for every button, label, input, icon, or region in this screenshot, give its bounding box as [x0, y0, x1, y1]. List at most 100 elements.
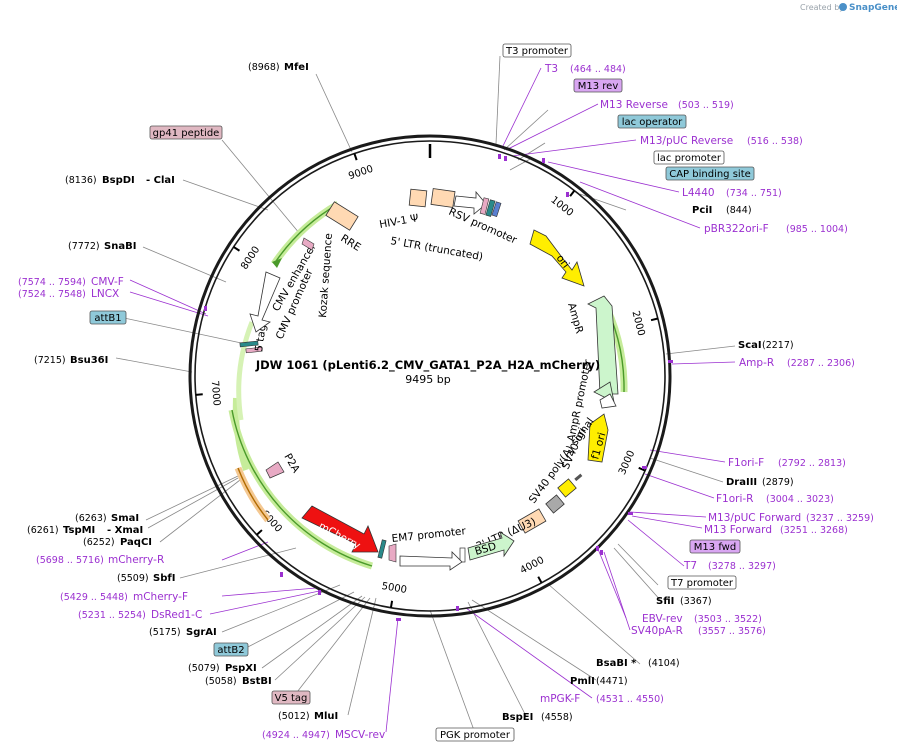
site-name-bstbi: BstBI — [242, 676, 272, 687]
site-pos-bspdi: (8136) — [65, 175, 97, 186]
primer-m13rev: M13 Reverse (503 .. 519) — [600, 99, 734, 111]
box-label-v5-tag: V5 tag — [275, 693, 308, 704]
tick-label-2000: 2000 — [630, 310, 647, 337]
site-name-bspei: BspEI — [502, 712, 533, 723]
hiv1-psi-label: HIV-1 Ψ — [378, 212, 419, 231]
primer-pbr322ori-f: pBR322ori-F(985 .. 1004) — [704, 223, 848, 235]
p2a-label: P2A — [281, 452, 302, 476]
credit-prefix: Created by — [800, 3, 844, 12]
site-pos-pmli: (4471) — [596, 676, 628, 687]
site-name-pmli: PmlI — [570, 676, 595, 687]
box-cap-binding-site: CAP binding site — [665, 166, 755, 181]
cmv-enhancer-band — [236, 321, 255, 421]
em7-promoter-feature — [399, 551, 463, 571]
primer-pos-f1ori-f: (2792 .. 2813) — [778, 458, 846, 469]
em7-promoter-label: EM7 promoter — [391, 525, 467, 545]
primer-pos-amp-r: (2287 .. 2306) — [787, 358, 855, 369]
primer-name-dsred1-c: DsRed1-C — [151, 609, 202, 621]
em7-marker-teal — [377, 539, 387, 559]
site-draiii: (2879)DraIII — [726, 477, 794, 488]
ltr5-feature — [430, 188, 456, 208]
primer-pos-ebv-rev: (3503 .. 3522) — [694, 614, 762, 625]
backbone-inner-ring — [194, 140, 666, 612]
site-name-scai: ScaI — [738, 340, 762, 351]
snapgene-logo-icon — [839, 3, 847, 11]
primer-pos-f1ori-r: (3004 .. 3023) — [766, 494, 834, 505]
site-tspmi: (6261)TspMI- XmaI — [27, 525, 143, 536]
site-name-pcii: PciI — [692, 205, 712, 216]
ltr3-feature — [517, 508, 547, 534]
tick-label-1000: 1000 — [548, 195, 575, 219]
gata1-arc — [231, 409, 373, 567]
primer-ebv-rev: EBV-rev (3503 .. 3522) — [642, 613, 762, 625]
site-bsu36i: (7215)Bsu36I — [34, 355, 108, 366]
box-m13-rev: M13 rev — [573, 78, 623, 93]
box-attb2: attB2 — [213, 642, 249, 657]
box-t7-promoter: T7 promoter — [667, 575, 737, 590]
box-label-t3-promoter: T3 promoter — [505, 46, 569, 57]
primer-pos-m13puc-rev: (516 .. 538) — [747, 136, 803, 147]
box-label-lac-operator: lac operator — [622, 117, 683, 128]
primer-name-cmv-f: CMV-F — [91, 276, 124, 288]
primer-pos-sv40pa-r: (3557 .. 3576) — [698, 626, 766, 637]
primer-pos-t7: (3278 .. 3297) — [708, 561, 776, 572]
primer-name-pbr322ori-f: pBR322ori-F — [704, 223, 769, 235]
sv40-marker — [574, 473, 583, 482]
site-sfii: (3367) SfiI — [656, 596, 712, 607]
primer-name-mscv-rev: MSCV-rev — [335, 729, 385, 741]
ring-marks — [204, 154, 673, 621]
primer-mcherry-f: mCherry-F(5429 .. 5448) — [60, 591, 188, 603]
box-t3-promoter: T3 promoter — [502, 43, 572, 58]
primer-f1ori-r: F1ori-R (3004 .. 3023) — [716, 493, 834, 505]
tick-label-9000: 9000 — [347, 164, 375, 183]
site-pos-sgrai: (5175) — [149, 627, 181, 638]
tick-8000 — [233, 246, 241, 252]
primer-mscv-rev: MSCV-rev (4924 .. 4947) — [262, 729, 385, 741]
box-v5-tag: V5 tag — [271, 690, 311, 705]
sv40-ori-feature — [557, 478, 577, 498]
box-lac-promoter: lac promoter — [653, 150, 725, 165]
ampr-promoter-arrow-icon — [599, 393, 617, 409]
leader-lines — [115, 55, 736, 734]
primer-pos-m13rev: (503 .. 519) — [678, 100, 734, 111]
site-name-snabi: SnaBI — [104, 241, 136, 252]
site-mlui: (5012)MluI — [278, 711, 338, 722]
sv40-polya-feature — [545, 494, 565, 514]
primer-name-mcherry-f: mCherry-F — [133, 591, 188, 603]
site-pos-bstbi: (5058) — [205, 676, 237, 687]
box-label-attb2: attB2 — [217, 645, 244, 656]
site-paqci: (6252)PaqCI — [83, 537, 152, 548]
primer-m13puc-rev: M13/pUC Reverse(516 .. 538) — [640, 135, 803, 147]
primer-name-ebv-rev: EBV-rev — [642, 613, 683, 625]
site-bsabi: (4104)BsaBI * — [596, 658, 680, 669]
primer-name-f1ori-r: F1ori-R — [716, 493, 753, 505]
tick-6000 — [256, 529, 263, 536]
ampr-feature — [587, 295, 619, 395]
h2a-arc — [237, 467, 269, 521]
site-pos-sfii: (3367) — [680, 596, 712, 607]
primer-pos-mscv-rev: (4924 .. 4947) — [262, 730, 330, 741]
site-pos-mfei: (8968) — [248, 62, 280, 73]
primer-mpgk-f: mPGK-F(4531 .. 4550) — [540, 693, 664, 705]
site-pos-smai: (6263) — [75, 513, 107, 524]
primer-name-t3: T3 — [544, 63, 558, 75]
primer-dsred1-c: DsRed1-C(5231 .. 5254) — [78, 609, 202, 621]
tick-label-4000: 4000 — [518, 555, 546, 577]
box-gp41-peptide: gp41 peptide — [149, 125, 223, 140]
tick-1000 — [569, 189, 576, 197]
site-pos-bsabi: (4104) — [648, 658, 680, 669]
primer-f1ori-f: F1ori-F(2792 .. 2813) — [728, 457, 846, 469]
box-m13-fwd: M13 fwd — [689, 539, 741, 554]
hiv1-psi-feature — [408, 188, 428, 208]
primer-pos-l4440: (734 .. 751) — [726, 188, 782, 199]
credit-brand: SnapGene — [849, 3, 897, 13]
ampr-label: AmpR — [565, 302, 585, 335]
site-pos-tspmi: (6261) — [27, 525, 59, 536]
primer-name-m13rev: M13 Reverse — [600, 99, 668, 111]
tick-label-8000: 8000 — [239, 245, 262, 272]
site-name-sfii: SfiI — [656, 596, 674, 607]
attb1-marker — [239, 340, 259, 348]
box-lac-operator: lac operator — [617, 114, 687, 129]
ltr5-label: 5' LTR (truncated) — [389, 235, 483, 263]
